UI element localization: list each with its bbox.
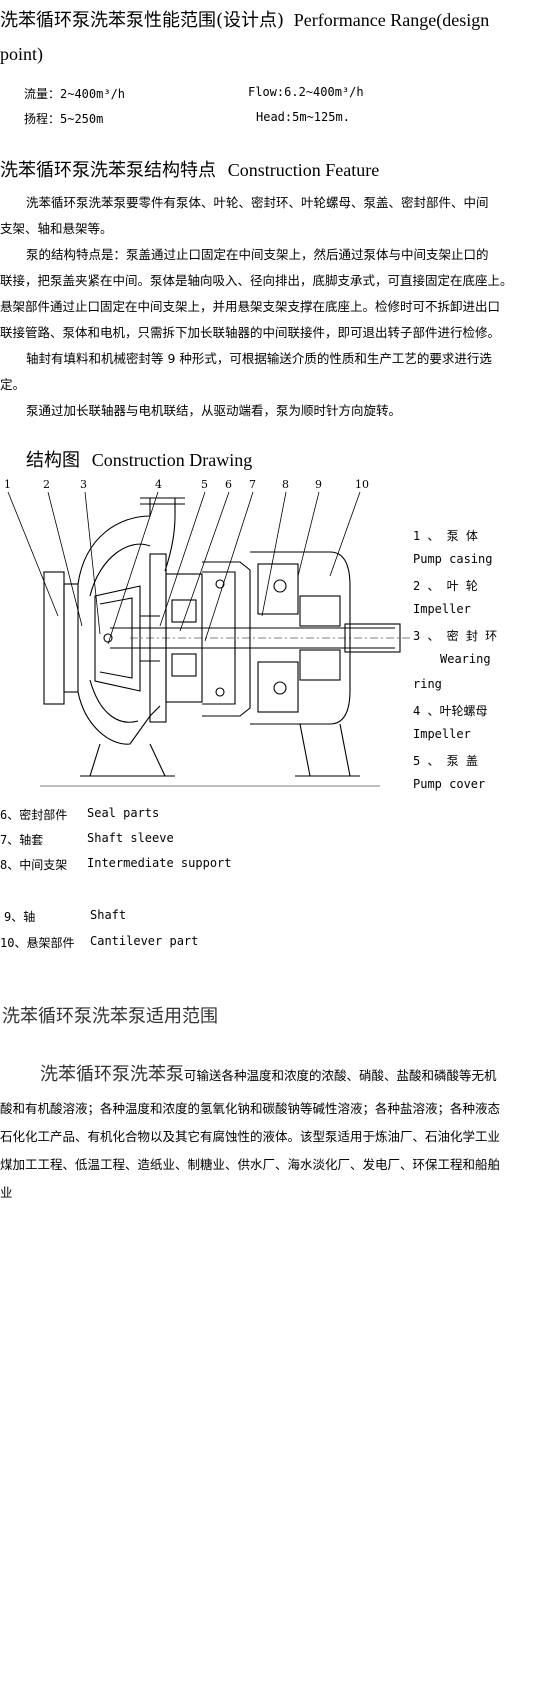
callout-8: 8 [282, 478, 289, 491]
para-line: 悬架部件通过止口固定在中间支架上，并用悬架支架支撑在底座上。检修时可不拆卸进出口 [0, 299, 501, 314]
part-9-en: Shaft [90, 908, 127, 922]
construction-heading-en: Construction Feature [227, 160, 380, 180]
para-line: 联接管路、泵体和电机，只需拆下加长联轴器的中间联接件，即可退出转子部件进行检修。 [0, 325, 501, 340]
part-1-cn: 1 、 泵 体 [413, 529, 478, 543]
part-10-cn: 10、悬架部件 [0, 936, 75, 950]
callout-4: 4 [155, 478, 162, 491]
para-line: 轴封有填料和机械密封等 9 种形式，可根据输送介质的性质和生产工艺的要求进行选 [26, 351, 492, 366]
para-line: 泵通过加长联轴器与电机联结，从驱动端看，泵为顺时针方向旋转。 [26, 403, 402, 418]
part-3-en: Wearing [440, 652, 491, 666]
callout-5: 5 [201, 478, 208, 491]
callout-9: 9 [315, 478, 322, 491]
application-heading: 洗苯循环泵洗苯泵适用范围 [2, 1006, 218, 1027]
callout-2: 2 [43, 478, 50, 491]
part-3-cn: 3 、 密 封 环 [413, 629, 498, 643]
callout-10: 10 [355, 478, 369, 491]
drawing-heading-en: Construction Drawing [91, 450, 253, 470]
flow-en: Flow:6.2~400m³/h [248, 85, 364, 99]
application-l2: 酸和有机酸溶液；各种温度和浓度的氢氧化钠和碳酸钠等碱性溶液；各种盐溶液；各种液态 [0, 1101, 501, 1116]
construction-heading-cn: 洗苯循环泵洗苯泵结构特点 [0, 160, 216, 181]
part-9-cn: 9、轴 [4, 910, 36, 924]
application-l5: 业 [0, 1185, 13, 1200]
part-6-cn: 6、密封部件 [0, 808, 68, 822]
para-line: 泵的结构特点是：泵盖通过止口固定在中间支架上，然后通过泵体与中间支架止口的 [26, 247, 489, 262]
application-l4: 煤加工工程、低温工程、造纸业、制糖业、供水厂、海水淡化厂、发电厂、环保工程和船舶 [0, 1157, 501, 1172]
perf-heading: 洗苯循环泵洗苯泵性能范围(设计点) Performance Range(desi… [0, 6, 489, 32]
callout-3: 3 [80, 478, 87, 491]
perf-heading-en-cont: point) [0, 44, 43, 64]
drawing-heading-cn: 结构图 [26, 450, 80, 471]
callout-6: 6 [225, 478, 232, 491]
part-4-en: Impeller [413, 727, 471, 741]
intermediate-support [202, 561, 251, 717]
part-3-en2: ring [413, 677, 442, 691]
part-1-en: Pump casing [413, 552, 493, 566]
part-10-en: Cantilever part [90, 934, 199, 948]
part-5-cn: 5 、 泵 盖 [413, 754, 478, 768]
cantilever-housing [250, 551, 360, 777]
suction-flange [43, 571, 79, 705]
drawing-heading: 结构图 Construction Drawing [26, 446, 252, 472]
part-6-en: Seal parts [87, 806, 160, 820]
flow-cn: 流量：2~400m³/h [24, 87, 126, 101]
pump-cover [149, 553, 203, 723]
construction-heading: 洗苯循环泵洗苯泵结构特点 Construction Feature [0, 156, 379, 182]
head-cn: 扬程：5~250m [24, 112, 104, 126]
head-en: Head:5m~125m. [256, 110, 350, 124]
leader-lines [7, 491, 361, 645]
para-line: 洗苯循环泵洗苯泵要零件有泵体、叶轮、密封环、叶轮螺母、泵盖、密封部件、中间 [26, 195, 489, 210]
part-7-en: Shaft sleeve [87, 831, 174, 845]
callout-numbers: 1 2 3 4 5 6 7 8 9 10 [4, 478, 369, 491]
application-lead: 洗苯循环泵洗苯泵 [40, 1064, 184, 1085]
pump-casing [77, 497, 185, 777]
part-8-en: Intermediate support [87, 856, 232, 870]
para-line: 定。 [0, 377, 26, 392]
para-line: 联接，把泵盖夹紧在中间。泵体是轴向吸入、径向排出，底脚支承式，可直接固定在底座上… [0, 273, 513, 288]
application-l1: 可输送各种温度和浓度的浓酸、硝酸、盐酸和磷酸等无机 [184, 1068, 497, 1083]
part-4-cn: 4 、叶轮螺母 [413, 704, 488, 718]
application-line-1: 洗苯循环泵洗苯泵可输送各种温度和浓度的浓酸、硝酸、盐酸和磷酸等无机 [0, 1060, 533, 1089]
part-2-cn: 2 、 叶 轮 [413, 579, 478, 593]
part-5-en: Pump cover [413, 777, 486, 791]
para-line: 支架、轴和悬架等。 [0, 221, 113, 236]
shaft [110, 623, 410, 653]
callout-1: 1 [4, 478, 11, 491]
part-2-en: Impeller [413, 602, 471, 616]
application-l3: 石化化工产品、有机化合物以及其它有腐蚀性的液体。该型泵适用于炼油厂、石油化学工业 [0, 1129, 501, 1144]
part-7-cn: 7、轴套 [0, 833, 44, 847]
part-8-cn: 8、中间支架 [0, 858, 68, 872]
pump-section-drawing: 1 2 3 4 5 6 7 8 9 10 [4, 478, 410, 787]
perf-heading-en: Performance Range(design [293, 10, 490, 30]
perf-heading-cn: 洗苯循环泵洗苯泵性能范围(设计点) [0, 10, 285, 31]
callout-7: 7 [249, 478, 256, 491]
